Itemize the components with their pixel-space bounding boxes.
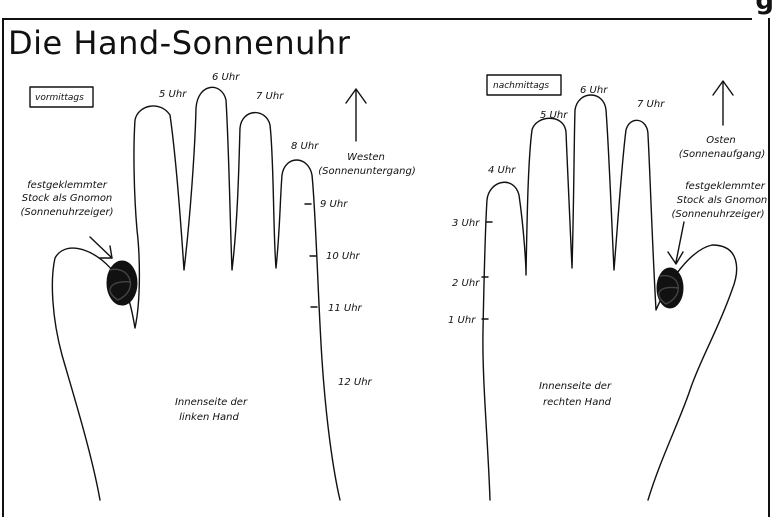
right-hour-5: 5 Uhr <box>540 110 568 121</box>
right-hour-3: 3 Uhr <box>452 218 480 229</box>
right-caption-line-2: rechten Hand <box>543 397 612 408</box>
left-gnomon-line-1: festgeklemmter <box>27 180 108 191</box>
left-hour-10: 10 Uhr <box>326 251 361 262</box>
left-caption-line-2: linken Hand <box>179 412 239 423</box>
right-gnomon-line-3: (Sonnenuhrzeiger) <box>671 209 764 220</box>
left-gnomon-line-3: (Sonnenuhrzeiger) <box>20 207 113 218</box>
right-direction-line-2: (Sonnenaufgang) <box>679 149 766 160</box>
right-hour-7: 7 Uhr <box>637 99 665 110</box>
left-box-label: vormittags <box>35 93 84 103</box>
left-hour-11: 11 Uhr <box>328 303 363 314</box>
right-direction-line-1: Osten <box>706 135 736 146</box>
left-hour-6: 6 Uhr <box>212 72 240 83</box>
right-hour-4: 4 Uhr <box>488 165 516 176</box>
left-hour-9: 9 Uhr <box>320 199 348 210</box>
left-hour-7: 7 Uhr <box>256 91 284 102</box>
left-gnomon-line-2: Stock als Gnomon <box>22 193 113 204</box>
right-gnomon-line-1: festgeklemmter <box>685 181 766 192</box>
right-box-label: nachmittags <box>493 81 549 91</box>
right-hour-2: 2 Uhr <box>452 278 480 289</box>
left-hour-12: 12 Uhr <box>338 377 373 388</box>
right-caption-line-1: Innenseite der <box>539 381 612 392</box>
left-caption-line-1: Innenseite der <box>175 397 248 408</box>
left-direction-line-1: Westen <box>347 152 385 163</box>
right-hour-1: 1 Uhr <box>448 315 476 326</box>
left-hour-5: 5 Uhr <box>159 89 187 100</box>
left-gnomon-stick <box>107 261 137 305</box>
right-gnomon-stick <box>657 268 683 308</box>
left-direction-line-2: (Sonnenuntergang) <box>318 166 415 177</box>
left-hour-8: 8 Uhr <box>291 141 319 152</box>
right-gnomon-line-2: Stock als Gnomon <box>677 195 768 206</box>
right-hour-6: 6 Uhr <box>580 85 608 96</box>
